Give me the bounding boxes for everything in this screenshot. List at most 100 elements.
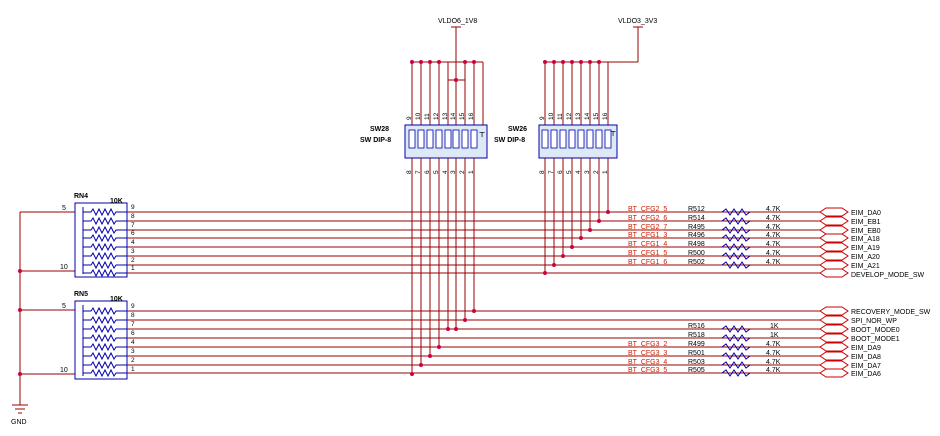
sw26-levers: ⊤: [541, 129, 616, 149]
svg-text:R514: R514: [688, 215, 705, 222]
svg-text:BT_CFG3_2: BT_CFG3_2: [628, 341, 667, 348]
sw28-top-pin-labels: 9 10 11 12 13 14 15 16: [406, 112, 475, 120]
power-rail-vldo3: VLDO3_3V3: [545, 18, 657, 63]
svg-text:10: 10: [548, 112, 555, 120]
svg-text:7: 7: [131, 222, 135, 229]
rn5-value: 10K: [110, 296, 123, 303]
sw26-top-pin-labels: 9 10 11 12 13 14 15 16: [539, 112, 609, 120]
svg-text:BT_CFG1_6: BT_CFG1_6: [628, 259, 667, 266]
sw28-bottom-pin-labels: 8 7 6 5 4 3 2 1: [406, 170, 475, 174]
svg-text:4: 4: [575, 170, 582, 174]
svg-text:BT_CFG1_3: BT_CFG1_3: [628, 232, 667, 239]
svg-text:R503: R503: [688, 359, 705, 366]
svg-text:9: 9: [131, 303, 135, 310]
svg-text:4.7K: 4.7K: [766, 250, 781, 257]
port-boot-mode0: BOOT_MODE0: [851, 327, 900, 334]
svg-text:BT_CFG2_5: BT_CFG2_5: [628, 206, 667, 213]
vldo3-label: VLDO3_3V3: [618, 18, 657, 25]
svg-text:4.7K: 4.7K: [766, 232, 781, 239]
rn5-signal-wires: [127, 310, 820, 374]
gnd-label: GND: [11, 419, 27, 426]
svg-text:⊤: ⊤: [479, 131, 485, 139]
sw26-top-stubs: [544, 62, 609, 125]
svg-text:3: 3: [131, 248, 135, 255]
svg-text:BT_CFG3_4: BT_CFG3_4: [628, 359, 667, 366]
svg-text:3: 3: [131, 348, 135, 355]
rn4-value: 10K: [110, 198, 123, 205]
svg-text:4.7K: 4.7K: [766, 259, 781, 266]
port-develop-mode-sw: DEVELOP_MODE_SW: [851, 272, 925, 279]
svg-text:8: 8: [131, 312, 135, 319]
rn5-resistors: [83, 306, 127, 378]
svg-text:5: 5: [433, 170, 440, 174]
vldo6-label: VLDO6_1V8: [438, 18, 477, 25]
svg-text:7: 7: [415, 170, 422, 174]
svg-text:R516: R516: [688, 323, 705, 330]
resistor-refs: R512 R514 R495 R496 R498 R500 R502 R516 …: [688, 206, 705, 374]
svg-text:4.7K: 4.7K: [766, 350, 781, 357]
svg-text:11: 11: [424, 113, 431, 120]
svg-text:2: 2: [593, 170, 600, 174]
svg-text:R496: R496: [688, 232, 705, 239]
svg-text:9: 9: [539, 116, 546, 120]
svg-text:8: 8: [131, 213, 135, 220]
svg-text:BT_CFG2_7: BT_CFG2_7: [628, 224, 667, 231]
port-labels: EIM_DA0 EIM_EB1 EIM_EB0 EIM_A18 EIM_A19 …: [851, 210, 931, 378]
svg-text:10: 10: [415, 112, 422, 120]
port-connectors: [819, 207, 849, 378]
sw26-bottom-pin-labels: 8 7 6 5 4 3 2 1: [539, 170, 609, 174]
svg-text:2: 2: [459, 170, 466, 174]
svg-text:14: 14: [584, 112, 591, 120]
port-recovery-mode-sw: RECOVERY_MODE_SW: [851, 309, 931, 316]
svg-text:3: 3: [450, 170, 457, 174]
port-boot-mode1: BOOT_MODE1: [851, 336, 900, 343]
port-eim-a19: EIM_A19: [851, 245, 880, 252]
sw28-ref: SW28: [370, 126, 389, 133]
gnd-net: 5 10 5 10 GND: [11, 205, 75, 426]
port-eim-eb0: EIM_EB0: [851, 228, 881, 235]
svg-text:⊤: ⊤: [610, 130, 616, 138]
svg-text:7: 7: [548, 170, 555, 174]
rn4-resistors: [83, 207, 127, 278]
switch-sw26[interactable]: SW26 SW DIP-8 9 10 11 12 13 14 15 16 8 7…: [494, 112, 618, 174]
svg-text:16: 16: [468, 112, 475, 120]
svg-text:BT_CFG3_5: BT_CFG3_5: [628, 367, 667, 374]
svg-text:BT_CFG1_4: BT_CFG1_4: [628, 241, 667, 248]
svg-text:4.7K: 4.7K: [766, 224, 781, 231]
svg-text:7: 7: [131, 321, 135, 328]
svg-text:4.7K: 4.7K: [766, 341, 781, 348]
svg-text:10: 10: [60, 367, 68, 374]
svg-text:R505: R505: [688, 367, 705, 374]
svg-text:1: 1: [131, 366, 135, 373]
svg-text:9: 9: [406, 116, 413, 120]
svg-text:6: 6: [131, 330, 135, 337]
svg-text:BT_CFG1_5: BT_CFG1_5: [628, 250, 667, 257]
svg-text:4: 4: [131, 339, 135, 346]
svg-text:R498: R498: [688, 241, 705, 248]
svg-text:4.7K: 4.7K: [766, 206, 781, 213]
port-eim-a20: EIM_A20: [851, 254, 880, 261]
svg-text:16: 16: [602, 112, 609, 120]
svg-text:1: 1: [602, 170, 609, 174]
svg-text:4.7K: 4.7K: [766, 359, 781, 366]
svg-text:4: 4: [131, 239, 135, 246]
rn5-ref: RN5: [74, 291, 88, 298]
svg-text:8: 8: [406, 170, 413, 174]
svg-text:12: 12: [433, 112, 440, 120]
rn4-pin-labels: 9 8 7 6 4 3 2 1: [131, 204, 135, 272]
switch-sw28[interactable]: SW28 SW DIP-8 9 10 11 12 13 14 15 16 8 7…: [360, 112, 488, 174]
svg-text:12: 12: [566, 112, 573, 120]
rn5-pin-labels: 9 8 7 6 4 3 2 1: [131, 303, 135, 373]
svg-text:15: 15: [459, 112, 466, 120]
port-eim-da6: EIM_DA6: [851, 371, 881, 378]
port-eim-a18: EIM_A18: [851, 236, 880, 243]
svg-text:R500: R500: [688, 250, 705, 257]
svg-text:6: 6: [131, 230, 135, 237]
svg-text:5: 5: [566, 170, 573, 174]
sw26-ref: SW26: [508, 126, 527, 133]
net-labels: BT_CFG2_5 BT_CFG2_6 BT_CFG2_7 BT_CFG1_3 …: [628, 206, 667, 374]
svg-text:4.7K: 4.7K: [766, 367, 781, 374]
svg-text:3: 3: [584, 170, 591, 174]
svg-text:1: 1: [468, 170, 475, 174]
series-resistors: [721, 208, 751, 377]
